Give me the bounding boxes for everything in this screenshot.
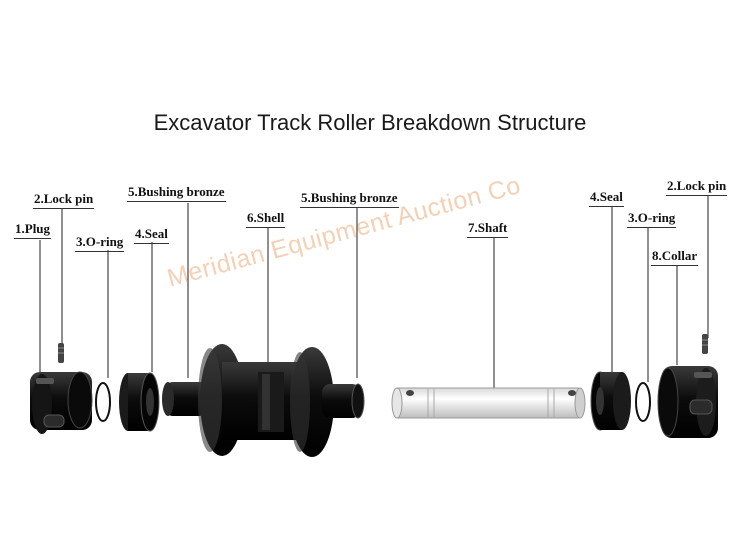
diagram-title: Excavator Track Roller Breakdown Structu… <box>153 110 587 135</box>
label-o-ring-left: 3.O-ring <box>75 235 125 252</box>
label-collar: 8.Collar <box>651 249 699 266</box>
label-lock-pin-right: 2.Lock pin <box>666 179 728 196</box>
label-o-ring-right: 3.O-ring <box>627 211 677 228</box>
plug-part <box>30 371 93 434</box>
o-ring-right-part <box>635 382 651 422</box>
seal-left-part <box>119 372 160 432</box>
lock-pin-right-part <box>702 334 708 354</box>
leader-lines <box>39 196 709 390</box>
seal-right-part <box>590 371 631 431</box>
shell-part <box>162 344 365 457</box>
label-bushing-left: 5.Bushing bronze <box>127 185 226 202</box>
o-ring-left-part <box>95 382 111 422</box>
label-bushing-right: 5.Bushing bronze <box>300 191 399 208</box>
label-seal-left: 4.Seal <box>134 227 169 244</box>
collar-part <box>657 366 718 438</box>
label-seal-right: 4.Seal <box>589 190 624 207</box>
shaft-part <box>391 387 586 419</box>
label-shell: 6.Shell <box>246 211 286 228</box>
lock-pin-left-part <box>58 343 64 363</box>
label-shaft: 7.Shaft <box>467 221 509 238</box>
label-plug: 1.Plug <box>14 222 52 239</box>
label-lock-pin-left: 2.Lock pin <box>33 192 95 209</box>
